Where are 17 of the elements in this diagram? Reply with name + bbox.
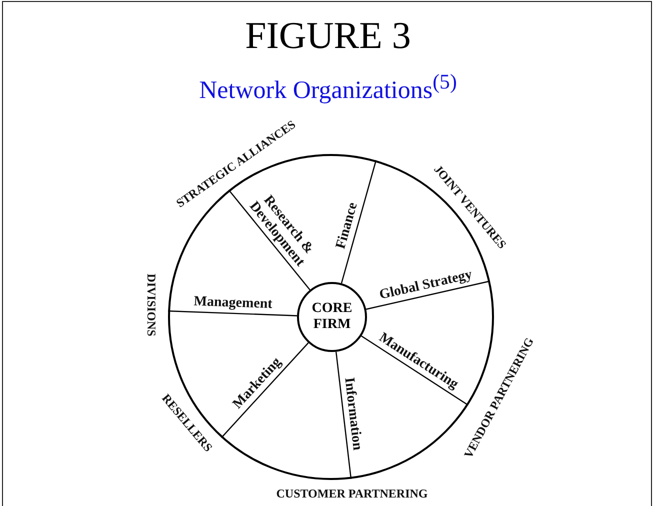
core-circle xyxy=(297,282,367,352)
spoke-line xyxy=(228,190,310,290)
spoke-line xyxy=(361,336,468,406)
spoke-label: Management xyxy=(193,296,272,314)
spoke-label: Finance xyxy=(334,200,362,250)
ring-label: DIVISIONS xyxy=(144,274,158,336)
title: FIGURE 3 xyxy=(244,14,412,58)
spoke-line xyxy=(366,280,490,310)
spoke-line xyxy=(220,342,309,438)
subtitle: Network Organizations$^{(5)}$ xyxy=(199,72,457,104)
spoke-label: Information xyxy=(340,377,364,452)
ring-label: CUSTOMER PARTNERING xyxy=(276,488,428,500)
spoke-label: Global Strategy xyxy=(378,268,474,304)
spoke-line xyxy=(168,310,298,316)
spoke-line xyxy=(340,160,377,284)
node-label: CORE FIRM xyxy=(310,301,354,333)
spoke-line xyxy=(335,352,352,479)
